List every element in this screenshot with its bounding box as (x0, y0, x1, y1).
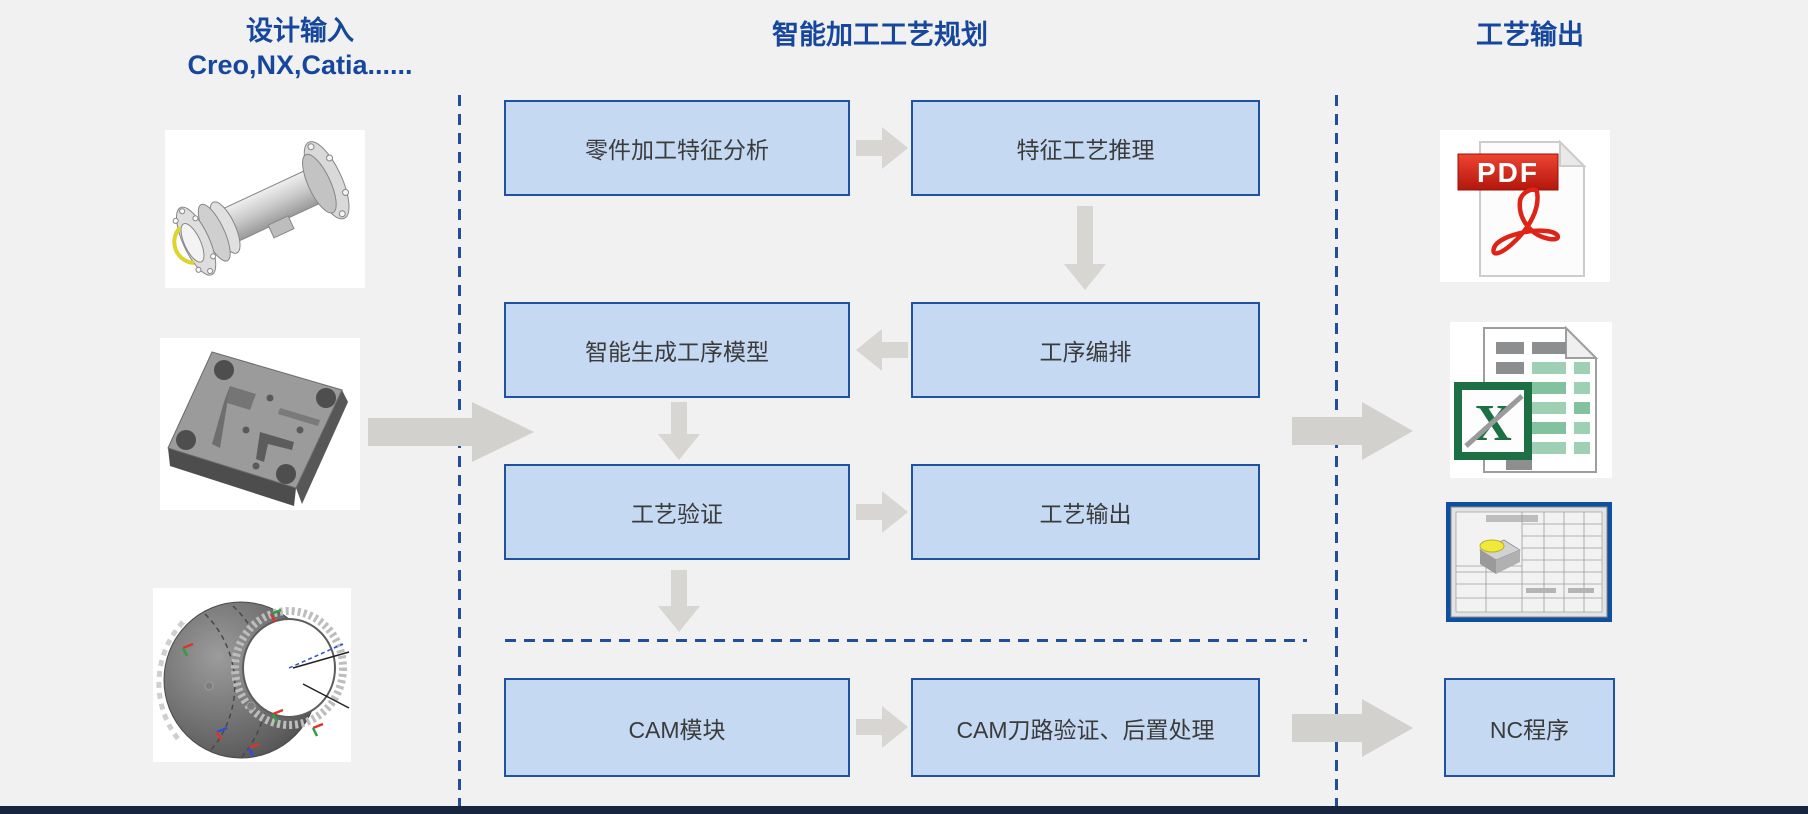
node-cam-module: CAM模块 (504, 678, 850, 777)
excel-document-icon: X (1450, 322, 1612, 478)
arrow-right-analysis-to-reasoning (856, 125, 908, 171)
arrow-big-cam-to-nc (1292, 697, 1414, 759)
node-process-verification-label: 工艺验证 (631, 501, 723, 527)
node-process-verification: 工艺验证 (504, 464, 850, 560)
arrow-right-cam-to-toolpath (856, 704, 908, 750)
engine-casing-cad-image (153, 588, 351, 762)
node-operation-model-generation-label: 智能生成工序模型 (585, 339, 769, 365)
process-column-title: 智能加工工艺规划 (772, 20, 988, 50)
arrow-big-input-to-process (368, 400, 535, 464)
node-process-output-label: 工艺输出 (1039, 501, 1132, 527)
node-cam-module-label: CAM模块 (628, 716, 726, 743)
flanged-shaft-cad-image (165, 130, 365, 288)
nc-program-box: NC程序 (1444, 678, 1615, 777)
node-feature-process-reasoning-label: 特征工艺推理 (1016, 137, 1155, 163)
node-feature-process-reasoning: 特征工艺推理 (911, 100, 1260, 196)
arrow-right-verification-to-output (856, 489, 908, 535)
arrow-down-reasoning-to-sequencing (1062, 206, 1108, 290)
mold-plate-cad-image (160, 338, 360, 510)
bottom-accent-bar (0, 806, 1808, 814)
right-dashed-divider (1335, 95, 1338, 811)
input-column-title: 设计输入 (246, 16, 354, 46)
node-operation-sequencing-label: 工序编排 (1039, 339, 1132, 365)
cam-section-dashed-divider (505, 639, 1307, 642)
input-column-header: 设计输入 Creo,NX,Catia...... (100, 14, 500, 82)
nc-program-label: NC程序 (1489, 716, 1570, 743)
process-card-preview (1446, 502, 1612, 622)
arrow-left-sequencing-to-model-generation (856, 327, 908, 373)
pdf-document-icon: PDF (1440, 130, 1610, 282)
node-cam-toolpath-postprocessing: CAM刀路验证、后置处理 (911, 678, 1260, 777)
node-operation-model-generation: 智能生成工序模型 (504, 302, 850, 398)
node-feature-analysis-label: 零件加工特征分析 (585, 137, 769, 163)
arrow-down-model-generation-to-verification (656, 402, 702, 460)
pdf-icon-label: PDF (1477, 157, 1539, 188)
left-dashed-divider (458, 95, 461, 811)
arrow-big-process-to-output (1292, 400, 1414, 462)
input-column-subtitle: Creo,NX,Catia...... (187, 50, 413, 80)
node-feature-analysis: 零件加工特征分析 (504, 100, 850, 196)
output-column-title: 工艺输出 (1476, 20, 1584, 50)
node-operation-sequencing: 工序编排 (911, 302, 1260, 398)
node-cam-toolpath-postprocessing-label: CAM刀路验证、后置处理 (956, 716, 1215, 743)
node-process-output: 工艺输出 (911, 464, 1260, 560)
arrow-down-verification-to-cam (656, 570, 702, 632)
